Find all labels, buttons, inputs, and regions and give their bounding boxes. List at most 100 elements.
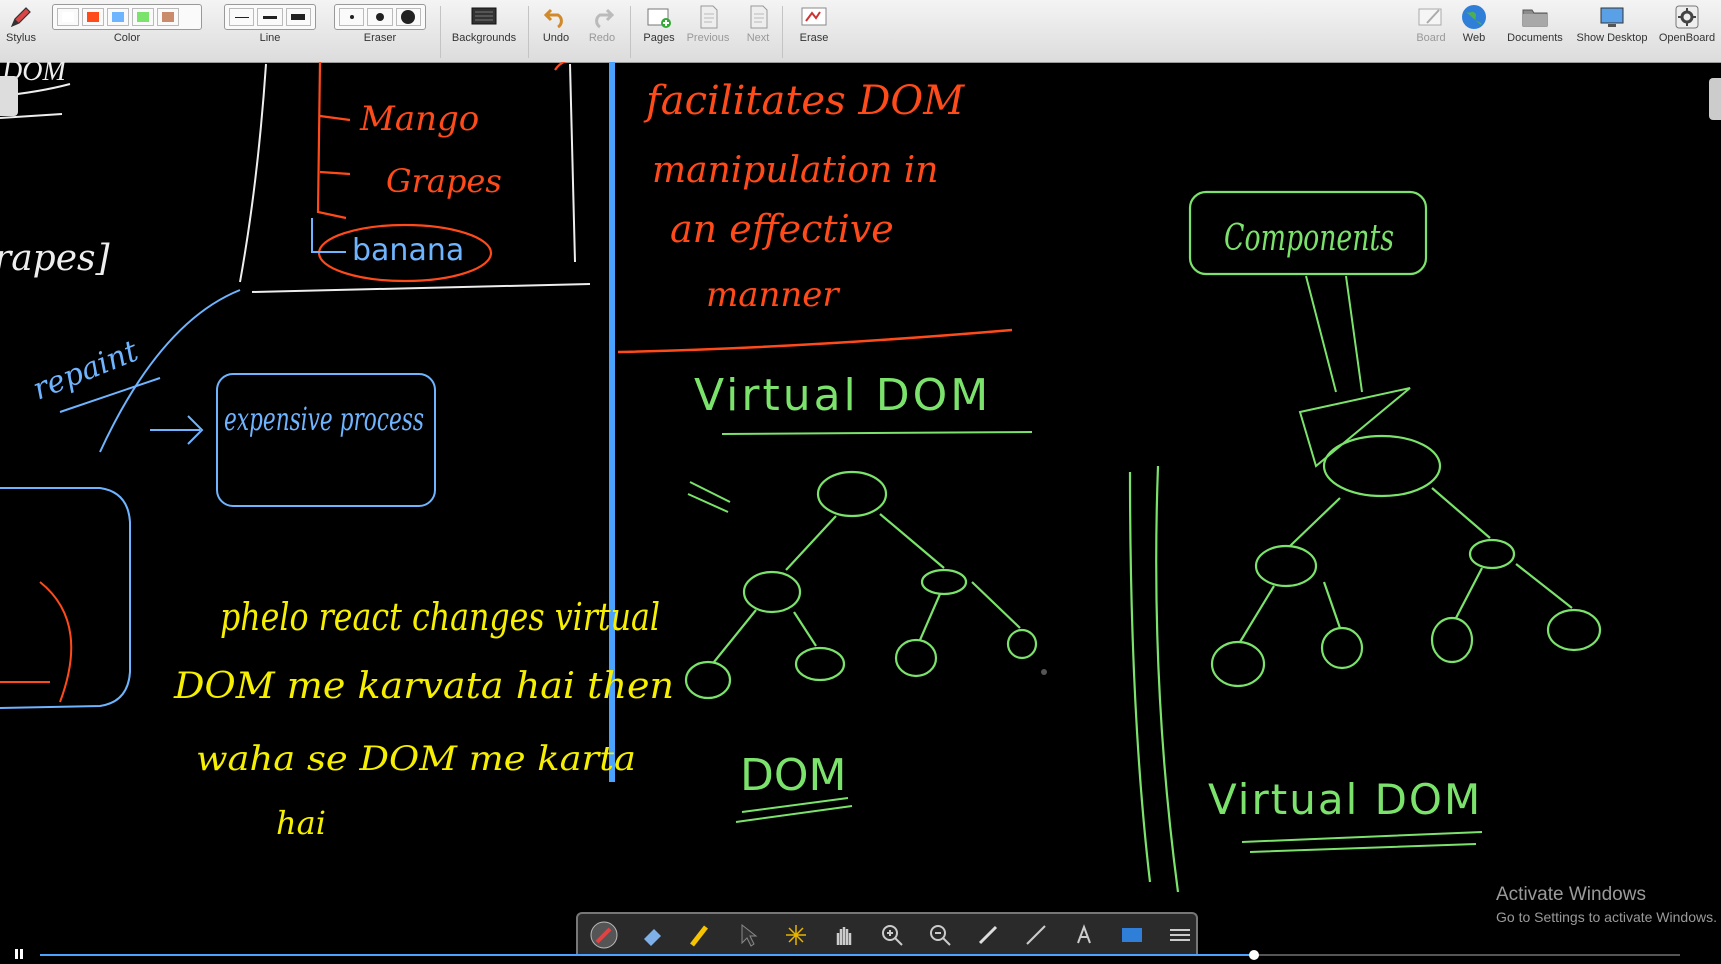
pointer-dot	[1041, 669, 1047, 675]
pen-tool-button[interactable]	[590, 921, 618, 949]
color-swatch-brown[interactable]	[157, 8, 179, 26]
fruit-grapes: Grapes	[386, 162, 502, 200]
grapes-bracket-text: rapes]	[0, 238, 110, 279]
hand-tool-button[interactable]	[830, 921, 858, 949]
fruit-mango: Mango	[359, 99, 479, 139]
backgrounds-icon	[470, 4, 498, 30]
laser-icon	[786, 925, 806, 945]
color-swatch-green[interactable]	[132, 8, 154, 26]
progress-track[interactable]	[40, 950, 1680, 960]
toolbar-divider	[782, 6, 783, 58]
green-scribble	[687, 481, 731, 513]
eraser-tool-button[interactable]	[638, 921, 666, 949]
virtual-dom-tree	[1210, 434, 1602, 688]
web-button[interactable]: Web	[1460, 4, 1488, 44]
eraser-size-picker	[334, 4, 426, 30]
show-desktop-button[interactable]: Show Desktop	[1572, 4, 1652, 44]
left-panel-toggle[interactable]	[0, 76, 18, 116]
eraser-medium-option[interactable]	[367, 8, 393, 26]
pointer-tool-button[interactable]	[974, 921, 1002, 949]
capture-tool-button[interactable]	[1118, 921, 1146, 949]
color-palette	[52, 4, 202, 30]
main-toolbar: Stylus Color Line Eraser Bac	[0, 0, 1721, 63]
pages-button[interactable]: Pages	[640, 4, 678, 44]
eraser-icon	[644, 929, 661, 946]
cursor-icon	[741, 923, 758, 947]
virtual-dom-label: Virtual DOM	[1208, 775, 1482, 824]
virtual-dom-underline	[1241, 831, 1483, 853]
web-globe-icon	[1460, 4, 1488, 30]
red-note-line-4: manner	[706, 275, 840, 315]
right-panel-toggle[interactable]	[1709, 78, 1721, 120]
color-swatch-orange[interactable]	[82, 8, 104, 26]
eraser-large-option[interactable]	[395, 8, 421, 26]
laser-tool-button[interactable]	[782, 921, 810, 949]
hand-icon	[836, 927, 852, 945]
virtual-dom-title-underline	[721, 431, 1033, 435]
undo-button[interactable]: Undo	[538, 4, 574, 44]
erase-button[interactable]: Erase	[796, 4, 832, 44]
line-thin-option[interactable]	[229, 8, 255, 26]
toolbar-divider	[528, 6, 529, 58]
yellow-note-line-4: hai	[276, 804, 326, 842]
menu-icon	[1170, 929, 1190, 941]
next-button[interactable]: Next	[740, 4, 776, 44]
text-tool-button[interactable]	[1070, 921, 1098, 949]
arrow-to-process	[150, 415, 204, 445]
fruit-banana: banana	[352, 233, 464, 268]
components-label: Components	[1224, 218, 1394, 259]
floating-stylus-palette	[576, 912, 1198, 956]
handwriting-layer: DOM Mango Grapes banana rapes] repaint e…	[0, 62, 1602, 893]
documents-folder-icon	[1521, 4, 1549, 30]
highlighter-tool-button[interactable]	[686, 921, 714, 949]
openboard-settings-icon	[1673, 4, 1701, 30]
red-underline	[617, 328, 1013, 354]
line-thick-option[interactable]	[285, 8, 311, 26]
color-tool: Color	[52, 4, 202, 44]
toolbar-divider	[630, 6, 631, 58]
yellow-note-line-2: DOM me karvata hai then	[173, 666, 674, 707]
board-button[interactable]: Board	[1412, 4, 1450, 44]
progress-knob[interactable]	[1248, 950, 1259, 960]
pause-icon[interactable]	[14, 946, 24, 959]
documents-button[interactable]: Documents	[1504, 4, 1566, 44]
eraser-small-option[interactable]	[339, 8, 365, 26]
blue-box-partial	[0, 487, 131, 709]
blue-connector-stroke	[99, 289, 241, 453]
expensive-process-text: expensive process	[224, 400, 424, 438]
green-divider-1	[1128, 471, 1152, 883]
stylus-tool[interactable]: Stylus	[4, 4, 38, 44]
menu-button[interactable]	[1166, 921, 1194, 949]
color-swatch-blue[interactable]	[107, 8, 129, 26]
color-swatch-white[interactable]	[57, 8, 79, 26]
watermark-subtitle: Go to Settings to activate Windows.	[1496, 909, 1717, 925]
pen-icon	[590, 921, 618, 949]
banana-arrow	[311, 218, 346, 253]
activate-windows-watermark: Activate Windows Go to Settings to activ…	[1496, 884, 1721, 925]
line-tool: Line	[224, 4, 316, 44]
redo-icon	[588, 4, 616, 30]
zoom-out-button[interactable]	[926, 921, 954, 949]
zoom-in-button[interactable]	[878, 921, 906, 949]
text-icon	[1077, 924, 1091, 944]
dom-underline	[735, 797, 853, 823]
openboard-button[interactable]: OpenBoard	[1656, 4, 1718, 44]
previous-button[interactable]: Previous	[684, 4, 732, 44]
whiteboard-canvas[interactable]: DOM Mango Grapes banana rapes] repaint e…	[0, 62, 1721, 956]
repaint-note: repaint	[28, 333, 144, 407]
components-arrow-shaft	[1305, 275, 1363, 393]
red-notes-group: facilitates DOM manipulation in an effec…	[643, 78, 965, 315]
progress-fill	[40, 954, 1254, 956]
selector-tool-button[interactable]	[734, 921, 762, 949]
expensive-process-box	[216, 373, 436, 507]
line-icon	[1026, 925, 1046, 945]
red-arc-partial	[39, 581, 73, 703]
line-medium-option[interactable]	[257, 8, 283, 26]
red-note-line-1: facilitates DOM	[643, 78, 965, 124]
show-desktop-icon	[1598, 4, 1626, 30]
line-tool-button[interactable]	[1022, 921, 1050, 949]
yellow-note-line-3: waha se DOM me karta	[196, 739, 636, 779]
erase-icon	[800, 4, 828, 30]
backgrounds-button[interactable]: Backgrounds	[446, 4, 522, 44]
redo-button[interactable]: Redo	[584, 4, 620, 44]
